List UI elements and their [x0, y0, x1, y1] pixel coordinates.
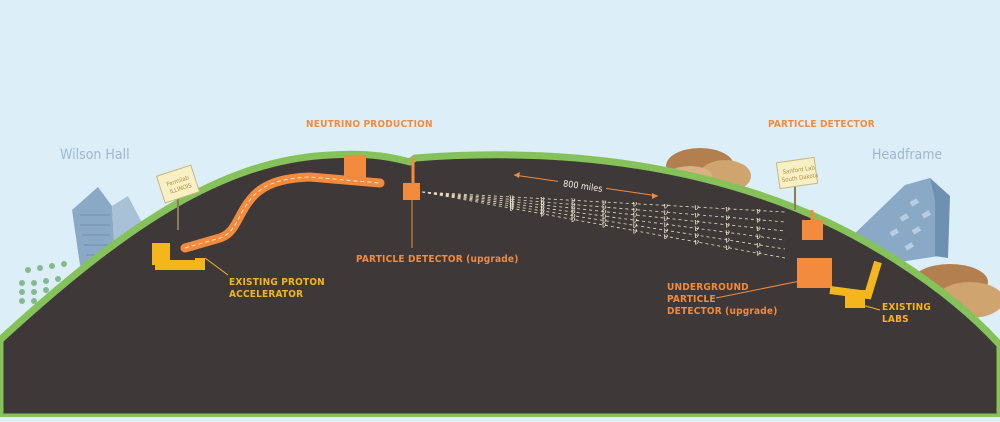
neutrino-symbol: ν	[725, 213, 730, 222]
neutrino-symbol: ν	[540, 201, 545, 210]
neutrino-symbol: ν	[571, 200, 576, 209]
beam-ray	[421, 191, 786, 223]
particle-detector-label: PARTICLE DETECTOR	[768, 119, 875, 130]
neutrino-symbol: ν	[756, 216, 761, 225]
neutrino-symbol: ν	[756, 206, 761, 215]
headframe-building	[848, 178, 950, 262]
beam-line-center	[184, 176, 381, 249]
neutrino-symbol: ν	[663, 226, 668, 235]
neutrino-symbol: ν	[756, 232, 761, 241]
neutrino-symbol: ν	[756, 249, 761, 258]
existing-labs-label-line1: EXISTING	[882, 302, 931, 313]
earth-ground	[0, 150, 1000, 421]
neutrino-symbol: ν	[509, 193, 514, 202]
neutrino-symbol: ν	[571, 208, 576, 217]
neutrino-symbol: ν	[571, 196, 576, 205]
neutrino-symbol: ν	[633, 226, 638, 235]
existing-labs-label-line2: LABS	[882, 314, 909, 325]
neutrino-symbol: ν	[756, 240, 761, 249]
neutrino-symbol: ν	[663, 232, 668, 241]
headframe-label: Headframe	[872, 147, 943, 163]
neutrino-symbol: ν	[725, 221, 730, 230]
far-detector-box	[802, 220, 823, 240]
neutrino-symbol: ν	[663, 201, 668, 210]
neutrino-symbol: ν	[602, 216, 607, 225]
neutrino-symbol: ν	[509, 197, 514, 206]
neutrino-symbol: ν	[509, 200, 514, 209]
neutrino-symbol: ν	[602, 198, 607, 207]
neutrino-symbol: ν	[540, 204, 545, 213]
underground-detector-box	[797, 258, 832, 288]
beam-ray	[421, 191, 786, 259]
beam-ray	[421, 191, 786, 232]
existing-proton-label-line2: ACCELERATOR	[229, 289, 303, 300]
neutrino-symbol: ν	[571, 204, 576, 213]
neutrino-symbol: ν	[540, 198, 545, 207]
neutrino-symbol: ν	[663, 220, 668, 229]
neutrino-symbol: ν	[694, 217, 699, 226]
neutrino-symbol: ν	[725, 205, 730, 214]
neutrino-symbol: ν	[602, 207, 607, 216]
accelerator-base	[152, 243, 170, 265]
neutrino-symbol: ν	[633, 200, 638, 209]
beam-ray	[421, 191, 786, 213]
neutrino-symbol: ν	[633, 211, 638, 220]
leader-accelerator	[204, 257, 229, 276]
neutrino-symbol: ν	[694, 238, 699, 247]
neutrino-symbol: ν	[540, 209, 545, 218]
neutrino-symbol: ν	[694, 224, 699, 233]
neutrino-symbol: ν	[725, 228, 730, 237]
neutrino-symbol: ν	[694, 211, 699, 220]
neutrino-symbol: ν	[633, 221, 638, 230]
sanford-sign: Sanford Lab South Dakota	[775, 156, 819, 210]
leader-labs	[861, 304, 881, 311]
neutrino-symbol: ν	[540, 195, 545, 204]
neutrino-symbol: ν	[663, 208, 668, 217]
neutrino-symbol: ν	[694, 203, 699, 212]
neutrino-symbol: ν	[509, 204, 514, 213]
neutrino-symbol: ν	[725, 236, 730, 245]
neutrino-symbol: ν	[571, 215, 576, 224]
neutrino-symbol: ν	[602, 212, 607, 221]
existing-labs-box	[845, 290, 865, 308]
neutrino-symbol: ν	[509, 195, 514, 204]
neutrino-symbol: ν	[540, 207, 545, 216]
particle-detector-upgrade-label: PARTICLE DETECTOR (upgrade)	[356, 254, 519, 265]
distance-label-bg	[558, 180, 606, 192]
wilson-hall-label: Wilson Hall	[60, 147, 130, 163]
neutrino-production-label: NEUTRINO PRODUCTION	[306, 119, 433, 130]
beam-ray	[421, 191, 786, 250]
neutrino-symbol: ν	[602, 221, 607, 230]
neutrino-production-box	[344, 155, 366, 179]
existing-proton-label-line1: EXISTING PROTON	[229, 277, 325, 288]
neutrino-symbol: ν	[633, 205, 638, 214]
neutrino-symbol: ν	[571, 211, 576, 220]
underground-label-line1: UNDERGROUND	[667, 282, 749, 293]
fermilab-sign: Fermilab ILLINOIS	[155, 164, 201, 230]
near-detector-box	[403, 183, 420, 200]
sanford-sign-line1: Sanford Lab	[782, 164, 816, 176]
neutrino-symbol: ν	[725, 243, 730, 252]
leader-underground	[715, 279, 806, 299]
neutrino-symbol: ν	[509, 202, 514, 211]
neutrino-symbol: ν	[663, 214, 668, 223]
beam-ray	[421, 191, 786, 241]
neutrino-symbol: ν	[602, 203, 607, 212]
neutrino-symbol: ν	[694, 231, 699, 240]
existing-labs	[829, 260, 882, 300]
neutrino-symbol: ν	[756, 224, 761, 233]
neutrino-symbol: ν	[633, 216, 638, 225]
underground-label-line2: PARTICLE	[667, 294, 716, 305]
underground-label-line3: DETECTOR (upgrade)	[667, 306, 778, 317]
